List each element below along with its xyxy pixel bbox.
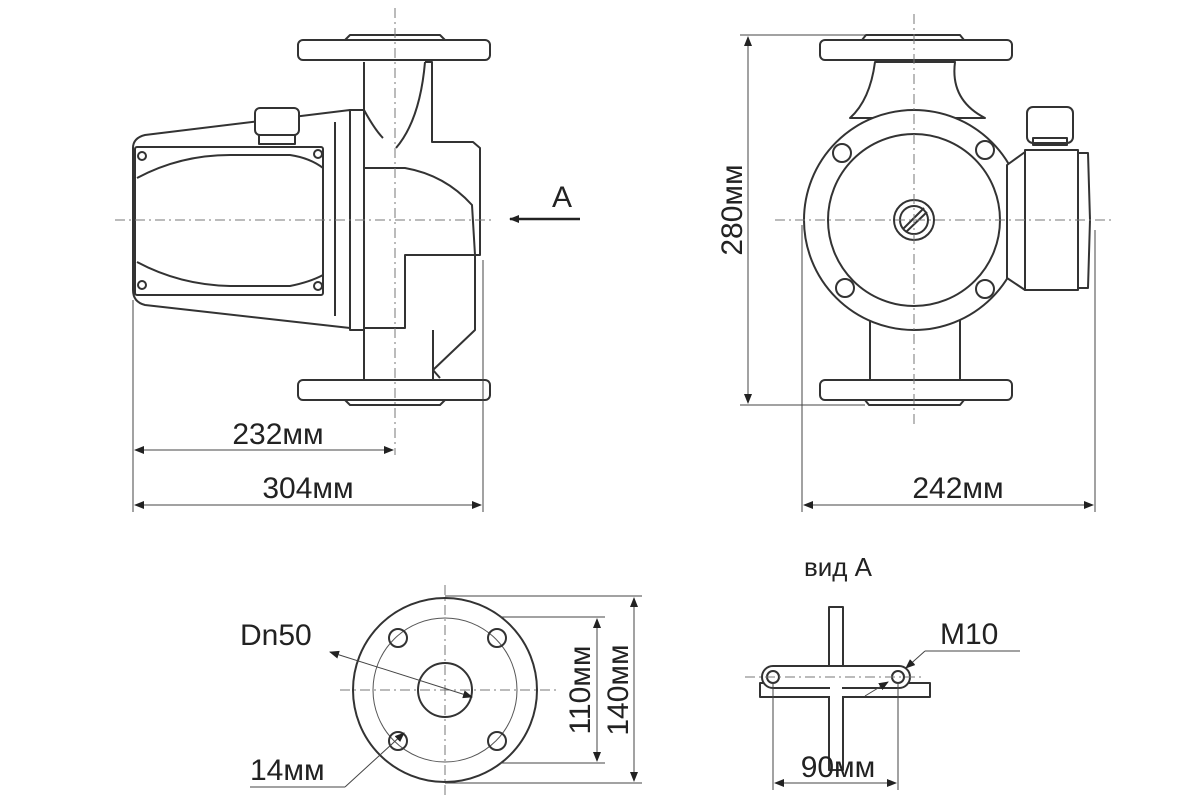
bolt-hole-icon [487, 731, 507, 751]
bottom-flange [297, 379, 491, 401]
bolt-hole-icon [832, 143, 852, 163]
dim-motor-to-axis: 232мм [232, 418, 323, 451]
impeller-housing [363, 167, 476, 329]
top-flange [819, 39, 1013, 61]
nominal-diameter-label: Dn50 [240, 619, 312, 652]
view-arrow-label: A [552, 181, 572, 214]
view-a: вид А M10 90мм [745, 552, 1020, 790]
bolt-circle-label: 110мм [564, 645, 597, 734]
dim-overall-length: 304мм [262, 472, 353, 505]
terminal-box [134, 146, 324, 296]
terminal-cover-top [136, 154, 324, 179]
dim-width: 242мм [912, 472, 1003, 505]
pump-body-upper [363, 61, 426, 149]
cable-gland [254, 107, 300, 136]
bolt-hole-label: 14мм [250, 754, 325, 787]
bottom-flange [819, 379, 1013, 401]
bolt-hole-icon [487, 628, 507, 648]
top-flange [297, 39, 491, 61]
dim-height: 280мм [716, 164, 749, 255]
flange-diameter-label: 140мм [602, 644, 635, 735]
bolt-hole-icon [975, 279, 995, 299]
view-a-title: вид А [804, 552, 873, 582]
bolt-hole-icon [388, 628, 408, 648]
cable-gland [1026, 106, 1074, 144]
hole-spacing-label: 90мм [801, 751, 876, 784]
screw-icon [313, 149, 323, 159]
terminal-cover-bottom [136, 261, 324, 287]
screw-icon [137, 151, 147, 161]
screw-icon [137, 280, 147, 290]
bolt-hole-icon [388, 731, 408, 751]
flange-view: Dn50 14мм 110мм 140мм [240, 585, 642, 795]
bolt-hole-icon [975, 140, 995, 160]
bolt-hole-icon [835, 278, 855, 298]
gland-thread [258, 134, 296, 145]
screw-icon [313, 281, 323, 291]
thread-label: M10 [940, 618, 998, 651]
side-view: A 232мм 304мм [115, 8, 580, 512]
front-view: 280мм 242мм [716, 14, 1112, 512]
